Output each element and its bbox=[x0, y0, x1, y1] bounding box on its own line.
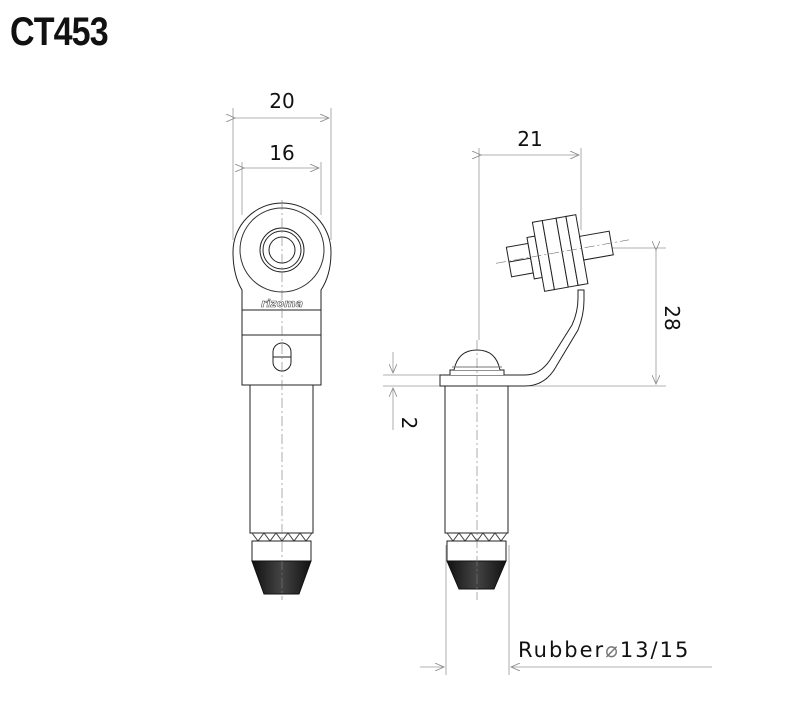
side-bracket bbox=[439, 289, 585, 387]
side-view: 21 28 2 bbox=[383, 127, 712, 675]
dimension-28-label: 28 bbox=[660, 305, 684, 330]
dimension-16 bbox=[242, 162, 322, 215]
rubber-diameter-value: 13/15 bbox=[620, 638, 691, 662]
front-shaft bbox=[249, 384, 314, 595]
dimension-2 bbox=[383, 352, 440, 430]
rubber-diameter-label: Rubber⌀13/15 bbox=[518, 638, 690, 662]
rubber-label-text: Rubber bbox=[518, 638, 605, 662]
dimension-rubber bbox=[420, 545, 712, 675]
dimension-16-label: 16 bbox=[269, 141, 294, 165]
dimension-20-label: 20 bbox=[269, 89, 294, 113]
dimension-2-label: 2 bbox=[397, 417, 421, 430]
front-view: 20 16 rizoma bbox=[233, 89, 332, 600]
dimension-20 bbox=[233, 108, 332, 240]
product-code-title: CT453 bbox=[10, 10, 109, 54]
side-bolt-assembly bbox=[495, 214, 629, 292]
dimension-21-label: 21 bbox=[517, 127, 542, 151]
side-shaft bbox=[444, 385, 509, 590]
dimension-21 bbox=[479, 148, 582, 340]
diameter-symbol: ⌀ bbox=[605, 638, 620, 662]
